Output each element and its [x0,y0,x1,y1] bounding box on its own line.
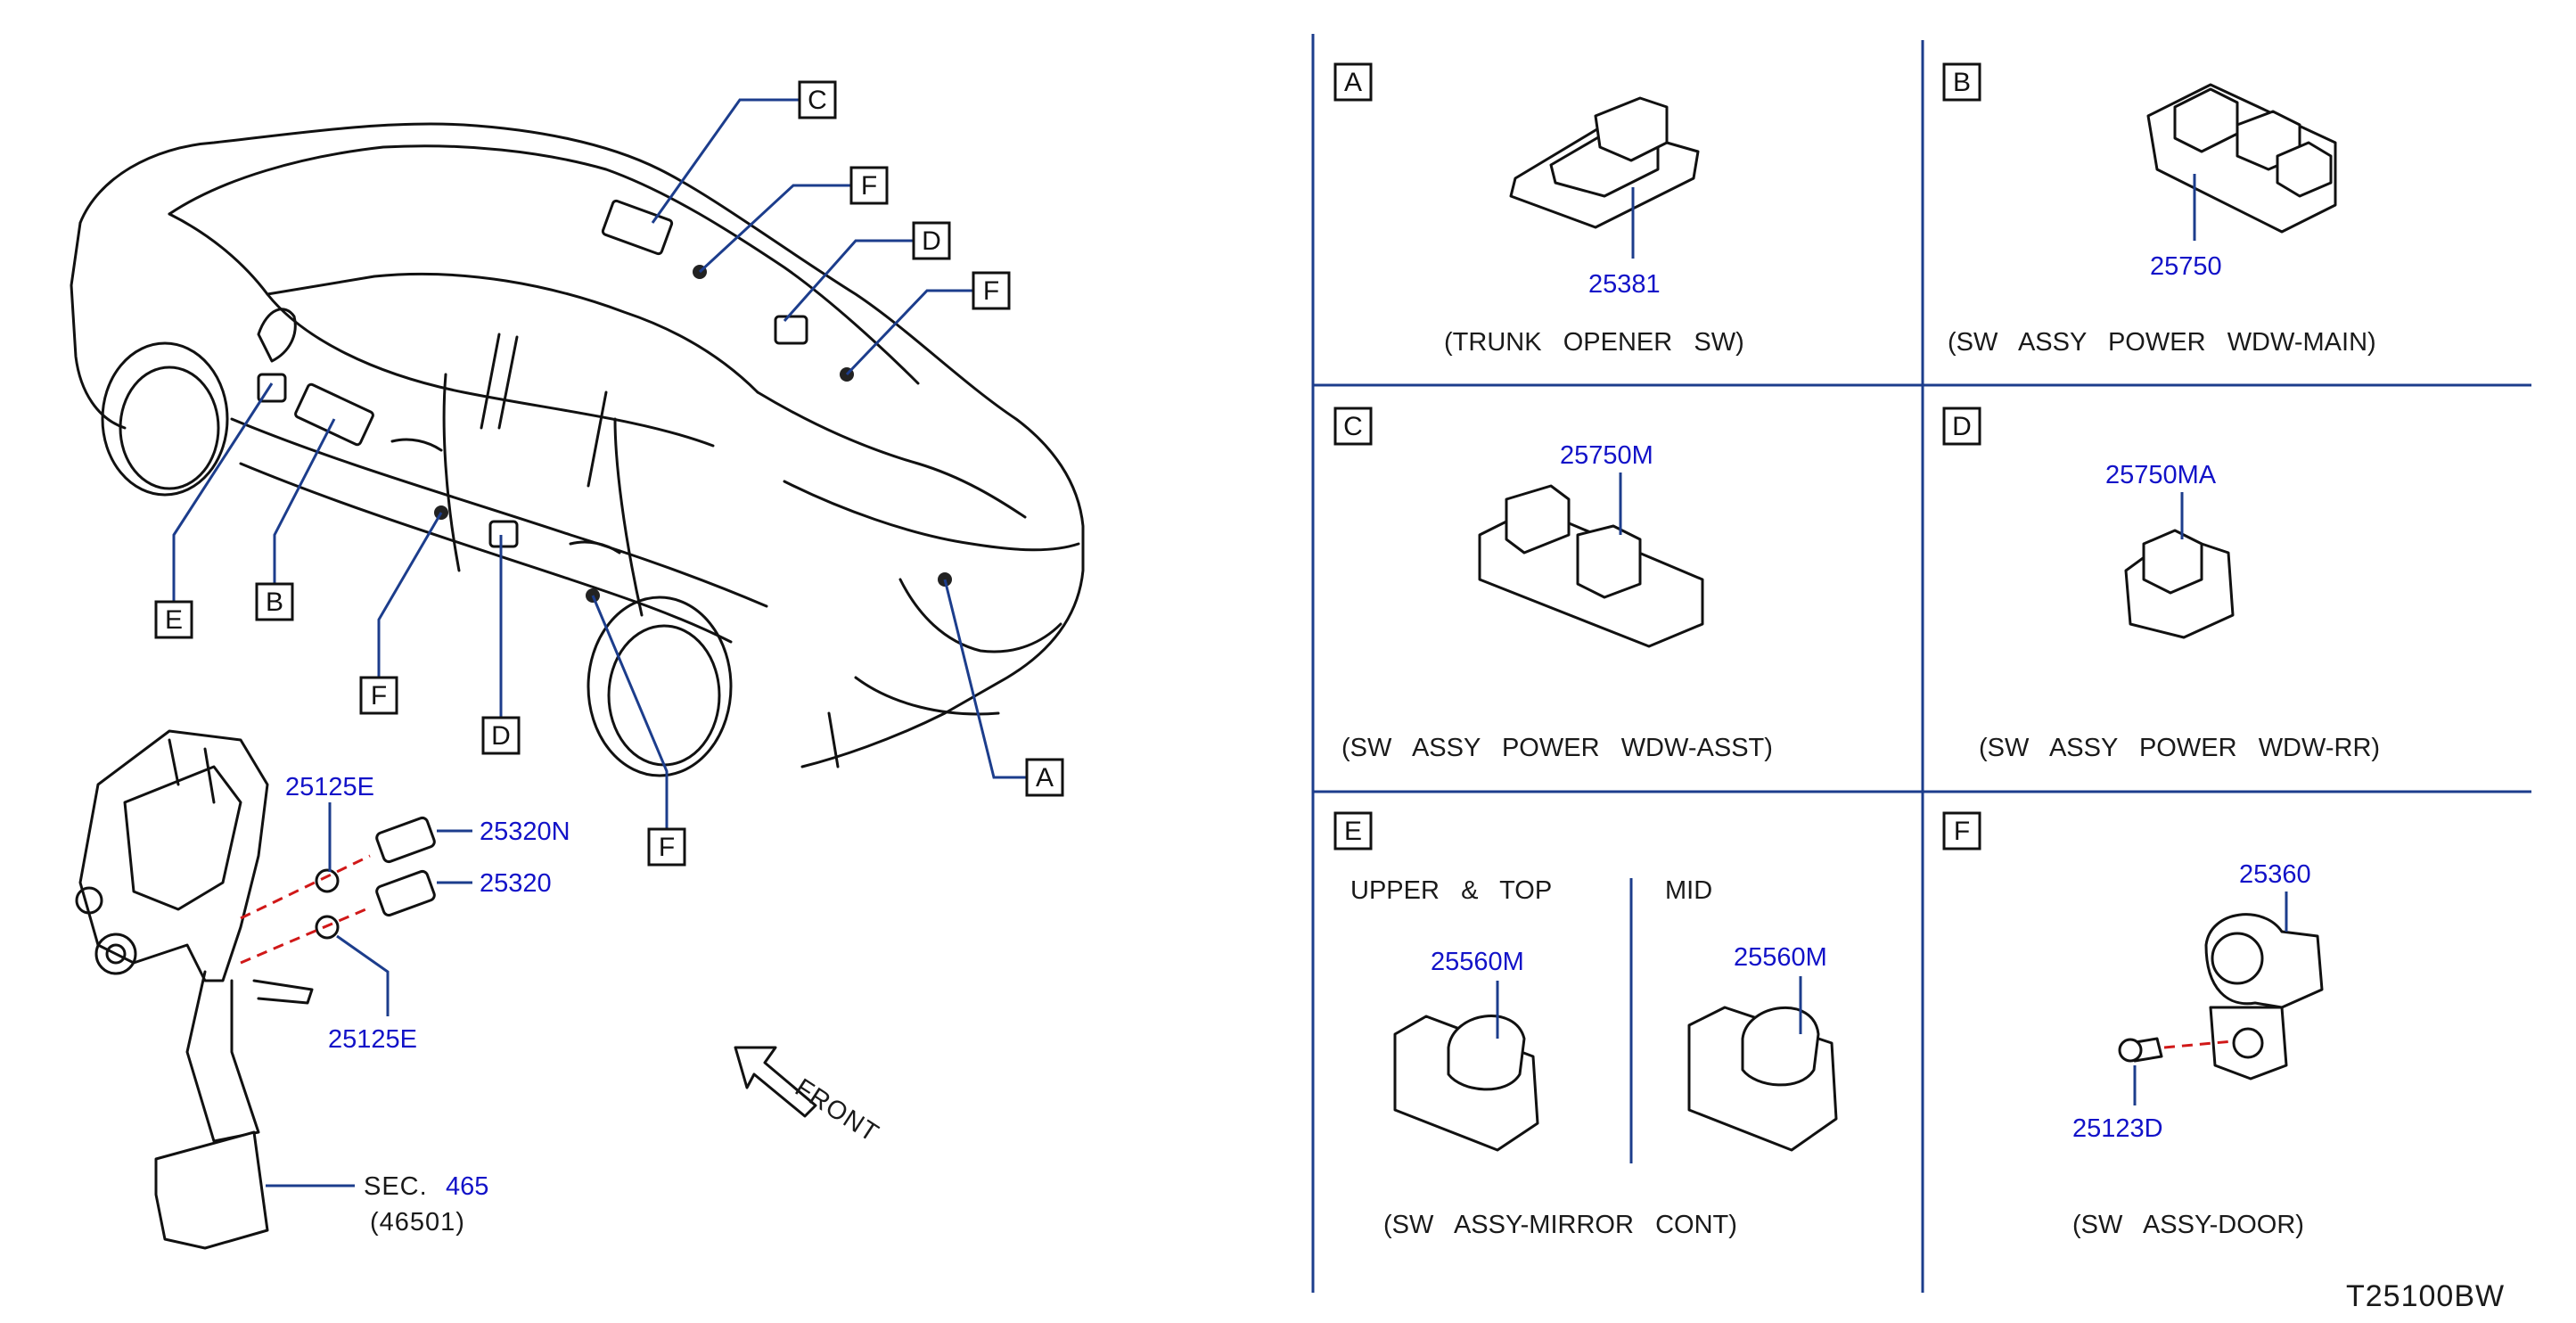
svg-text:F: F [983,276,999,306]
svg-text:F: F [861,171,877,201]
part-25560m-left: 25560M [1431,948,1524,976]
pedal-leader-lines [266,802,472,1187]
sec-prefix: SEC. [364,1172,428,1201]
sec-sub: (46501) [370,1208,465,1237]
svg-text:A: A [1344,68,1362,97]
callout-f-4: F [647,827,686,867]
svg-text:E: E [165,605,183,635]
callout-b: B [255,582,294,621]
svg-text:D: D [1952,412,1972,441]
callout-f-1: F [849,166,889,205]
svg-text:B: B [1953,68,1971,97]
front-arrow [734,1046,817,1118]
caption-d: (SW ASSY POWER WDW-RR) [1979,734,2380,762]
panel-e: E UPPER & TOP MID 25560M 25560M (SW ASSY… [1333,811,1838,1239]
part-25560m-right: 25560M [1734,943,1827,972]
svg-text:F: F [659,833,675,862]
part-25381: 25381 [1588,270,1661,299]
svg-text:F: F [371,681,387,711]
car-callouts: C F D F E B F D F A [154,80,1064,867]
caption-c: (SW ASSY POWER WDW-ASST) [1341,734,1773,762]
part-25360: 25360 [2239,860,2311,889]
svg-text:E: E [1344,817,1362,846]
callout-d-1: D [912,221,951,260]
part-25125e-bottom: 25125E [328,1025,417,1054]
panel-a: A 25381 (TRUNK OPENER SW) [1333,62,1744,357]
callout-d-2: D [481,716,521,755]
svg-text:C: C [808,86,827,115]
caption-f: (SW ASSY-DOOR) [2072,1211,2304,1239]
callout-c: C [798,80,837,119]
part-25750: 25750 [2150,252,2222,281]
front-label: FRONT [790,1073,883,1148]
svg-text:A: A [1036,763,1054,793]
svg-text:D: D [491,721,511,751]
brake-pedal-assembly [75,729,436,1250]
svg-text:B: B [266,588,283,617]
panel-b: B 25750 (SW ASSY POWER WDW-MAIN) [1942,62,2376,357]
car-illustration [70,122,1085,777]
svg-text:C: C [1343,412,1363,441]
sub-mid: MID [1665,876,1712,905]
caption-a: (TRUNK OPENER SW) [1444,328,1744,357]
panel-c: C 25750M (SW ASSY POWER WDW-ASST) [1333,407,1773,762]
sub-upper-top: UPPER & TOP [1350,876,1552,905]
part-25125e-top: 25125E [285,773,374,801]
svg-text:F: F [1954,817,1970,846]
caption-b: (SW ASSY POWER WDW-MAIN) [1948,328,2376,357]
callout-e: E [154,600,193,639]
panel-f: F 25360 25123D (SW ASSY-DOOR) [1942,811,2324,1239]
callout-f-2: F [972,271,1011,310]
callout-a: A [1025,758,1064,797]
panel-grid [1311,34,2531,1293]
part-25123d: 25123D [2072,1114,2163,1143]
part-25750ma: 25750MA [2105,461,2217,489]
sec-number: 465 [446,1172,488,1201]
callout-f-3: F [359,676,398,715]
part-25320n: 25320N [480,818,570,846]
car-leader-lines [172,98,1027,829]
svg-text:D: D [922,226,941,256]
caption-e: (SW ASSY-MIRROR CONT) [1383,1211,1737,1239]
part-25750m: 25750M [1560,441,1653,470]
panel-d: D 25750MA (SW ASSY POWER WDW-RR) [1942,407,2380,762]
part-25320: 25320 [480,869,552,898]
diagram-code: T25100BW [2346,1279,2505,1313]
